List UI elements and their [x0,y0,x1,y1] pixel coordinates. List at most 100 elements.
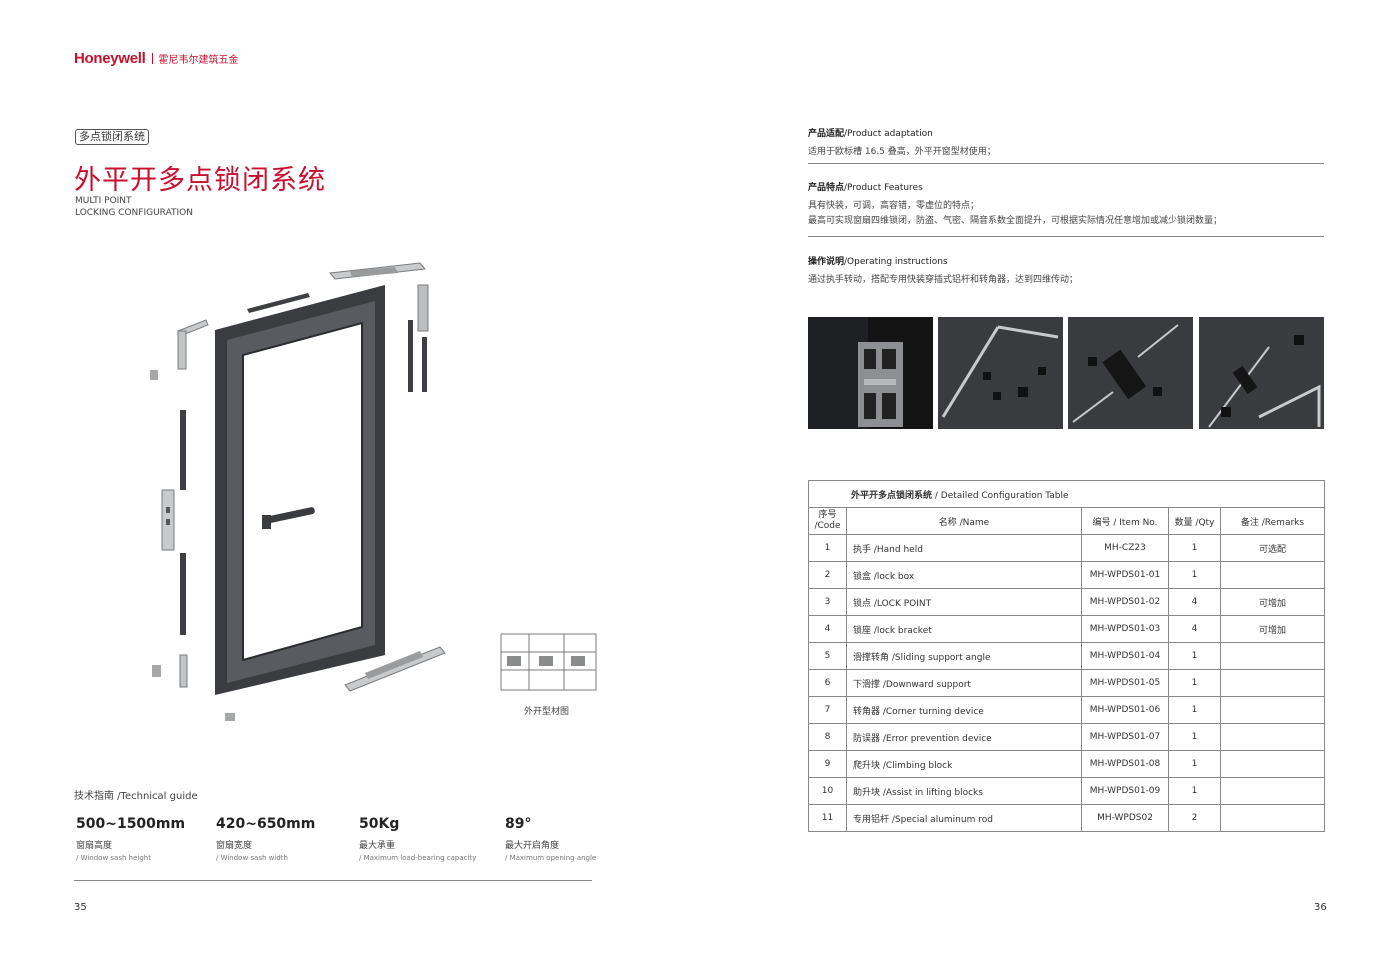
cell-code: 4 [808,615,847,643]
photo-shape [993,392,1001,400]
operating-instructions-section: 操作说明/Operating instructions 通过执手转动，搭配专用快… [808,254,1324,288]
corner-photo-art [938,317,1063,429]
heading-en: /Operating instructions [844,257,948,267]
cell-name: 锁点 /LOCK POINT [846,588,1082,616]
brand-divider [151,53,153,64]
photo-shape [1153,387,1162,396]
section-heading: 产品适配/Product adaptation [808,126,1324,139]
cell-qty: 4 [1168,588,1221,616]
cell-qty: 1 [1168,723,1221,751]
cell-item: MH-WPDS02 [1081,804,1169,832]
cell-remarks [1220,642,1325,670]
system-tag: 多点锁闭系统 [75,129,149,145]
photo-shape [1137,324,1179,358]
photo-shape [1294,335,1304,345]
spec-value: 500~1500mm [76,816,186,832]
section-heading: 产品特点/Product Features [808,180,1324,193]
spec-label-en: / Maximum load-bearing capacity [359,854,477,862]
cell-item: MH-WPDS01-01 [1081,561,1169,589]
spec-label-en: / Window sash width [216,854,288,862]
cell-name: 专用铝杆 /Special aluminum rod [846,804,1082,832]
photo-shape [882,349,896,369]
glass-pane [242,321,363,662]
right-rail-strip [408,320,413,392]
cell-name: 下滑撑 /Downward support [846,669,1082,697]
top-stay-arm [350,267,398,277]
cell-code: 8 [808,723,847,751]
brand-header: Honeywell 霍尼韦尔建筑五金 [74,50,239,67]
photo-shape [1232,365,1258,395]
profile-chamber [507,656,521,666]
table-caption-cn: 外平开多点锁闭系统 [851,490,933,501]
cell-code: 3 [808,588,847,616]
technical-guide-title: 技术指南 /Technical guide [74,791,198,802]
cell-qty: 1 [1168,534,1221,562]
profile-outline [500,633,597,691]
cell-remarks: 可增加 [1220,588,1325,616]
cell-name: 滑撑转角 /Sliding support angle [846,642,1082,670]
cell-remarks [1220,777,1325,805]
cell-qty: 1 [1168,561,1221,589]
lock-bracket-2 [152,665,161,677]
cell-code: 10 [808,777,847,805]
section-divider [808,236,1324,237]
configuration-table: 外平开多点锁闭系统 / Detailed Configuration Table… [808,480,1325,832]
profile-section-drawing [500,633,597,691]
cell-remarks [1220,696,1325,724]
cell-item: MH-WPDS01-07 [1081,723,1169,751]
table-caption-en: / Detailed Configuration Table [932,490,1069,501]
spec-sash-height: 500~1500mm 窗扇高度 / Window sash height [76,816,185,862]
lock-box-slot [166,507,170,513]
photo-shape [1208,346,1270,428]
page-subtitle-en: MULTI POINT LOCKING CONFIGURATION [75,195,193,219]
cell-item: MH-WPDS01-02 [1081,588,1169,616]
cell-code: 7 [808,696,847,724]
photo-lock-box [1068,317,1193,429]
cell-code: 2 [808,561,847,589]
cell-code: 1 [808,534,847,562]
top-rail-strip [247,293,310,313]
table-header-row: 序号 /Code 名称 /Name 编号 / Item No. 数量 /Qty … [808,507,1325,535]
window-handle [265,507,315,524]
heading-en: /Product adaptation [844,129,933,139]
brand-subtitle: 霍尼韦尔建筑五金 [158,55,239,66]
cell-code: 11 [808,804,847,832]
cell-qty: 2 [1168,804,1221,832]
cell-qty: 4 [1168,615,1221,643]
spec-divider [74,880,592,881]
spec-max-load: 50Kg 最大承重 / Maximum load-bearing capacit… [359,816,476,862]
header-remarks: 备注 /Remarks [1220,507,1325,535]
cell-remarks [1220,723,1325,751]
bottom-corner-device [179,654,188,688]
cell-name: 爬升块 /Climbing block [846,750,1082,778]
cell-name: 防误器 /Error prevention device [846,723,1082,751]
section-body: 具有快装，可调，高容错，零虚位的特点； 最高可实现窗扇四维锁闭，防盗、气密、隔音… [808,199,1324,229]
photo-shape [1038,367,1046,375]
spec-label-cn: 窗扇高度 [76,841,113,851]
heading-cn: 操作说明 [808,257,845,267]
heading-cn: 产品适配 [808,129,845,139]
lockbox-photo-art [1068,317,1193,429]
photo-shape [941,326,1000,418]
exploded-window-illustration [150,262,446,721]
spec-label-cn: 最大开启角度 [505,841,560,851]
header-name: 名称 /Name [846,507,1082,535]
handle-base [262,515,271,529]
photo-shape [983,372,991,380]
cell-remarks [1220,804,1325,832]
subtitle-line-1: MULTI POINT [75,196,132,206]
cell-remarks [1220,669,1325,697]
cell-remarks [1220,750,1325,778]
cell-qty: 1 [1168,750,1221,778]
features-line-2: 最高可实现窗扇四维锁闭，防盗、气密、隔音系数全面提升，可根据实际情况任意增加或减… [808,216,1223,226]
cell-code: 6 [808,669,847,697]
cell-qty: 1 [1168,696,1221,724]
table-caption: 外平开多点锁闭系统 / Detailed Configuration Table [808,480,1325,508]
lock-bracket-1 [150,370,158,380]
photo-profile-section [808,317,933,429]
header-item: 编号 / Item No. [1081,507,1169,535]
